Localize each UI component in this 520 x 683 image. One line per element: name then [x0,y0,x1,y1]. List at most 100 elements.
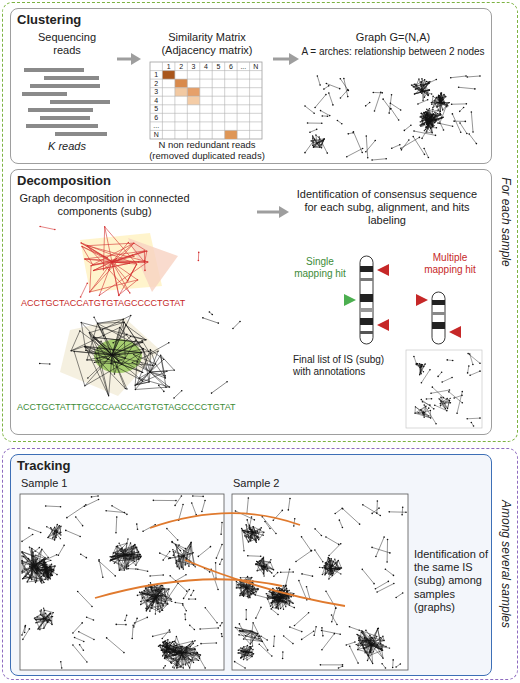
graph-edge [312,138,314,143]
graph-illustration [39,226,199,298]
graph-edge [34,557,48,566]
graph-edge [22,559,29,572]
graph-edge [431,102,449,103]
graph-edge [427,109,431,120]
graph-node [429,369,431,371]
graph-node [435,79,437,81]
graph-node [36,558,37,559]
graph-node [328,92,330,94]
graph-node [140,557,141,558]
matrix-cell [162,71,174,80]
graph-edge [105,227,137,264]
graph-edge [34,558,45,567]
graph-edge [427,120,428,128]
graph-edge [44,562,45,572]
graph-edge [418,413,431,418]
graph-node [232,328,234,330]
graph-edge [32,566,34,580]
graph-edge [434,114,435,122]
graph-node [438,96,439,97]
graph-edge [177,556,184,567]
graph-edge [90,266,91,292]
graph-node [46,564,47,565]
graph-edge [31,569,36,583]
graph-edge [131,544,135,556]
graph-node [321,122,323,124]
graph-edge [184,556,189,566]
graph-edge [417,89,422,91]
graph-edge [425,120,434,123]
graph-edge [420,365,422,368]
graph-edge [23,577,26,579]
graph-node [442,103,443,104]
graph-edge [383,99,390,109]
graph-edge [54,531,55,540]
graph-edge [423,413,424,418]
graph-illustration [413,353,481,427]
graph-edge [87,355,112,360]
graph-node [126,334,128,336]
graph-edge [317,141,323,144]
graph-edge [422,120,431,121]
graph-edge [431,121,433,127]
graph-edge [431,102,440,103]
graph-node [430,417,431,418]
graph-edge [120,328,142,353]
graph-edge [36,555,51,560]
graph-edge [41,570,53,572]
graph-node [81,246,82,247]
graph-node [125,324,126,325]
graph-node [30,568,31,569]
graph-node [87,282,89,284]
graph-node [21,560,22,561]
graph-node [84,345,85,346]
graph-edge [135,371,167,385]
step-title: Tracking [17,458,70,474]
graph-edge [112,355,127,389]
graph-node [195,566,196,567]
graph-edge [426,113,427,119]
graph-edge [171,636,177,662]
graph-edge [422,91,424,100]
read-bar [26,124,98,128]
graph-edge [176,649,183,653]
consensus-sequence: ACCTGCTACCATGTGTAGCCCCTGTAT [21,298,185,309]
graph-node [172,666,173,667]
graph-node [423,148,425,150]
graph-edge [46,566,55,570]
graph-node [86,245,87,246]
graph-edge [91,251,147,266]
sample-box: Sample 1 [19,477,225,671]
graph-node [417,103,419,105]
graph-node [190,659,191,660]
graph-edge [175,641,199,660]
graph-node [427,99,429,101]
graph-edge [25,577,48,580]
graph-edge [184,553,193,556]
graph-node [173,667,174,668]
graph-node [422,100,423,101]
graph-edge [99,262,112,295]
graph-edge [112,355,125,358]
graph-node [118,295,119,296]
graph-node [446,106,447,107]
graph-edge [53,531,55,538]
graph-node [51,563,52,564]
graph-edge [107,258,112,262]
graph-node [411,84,412,85]
graph-node [50,575,51,576]
graph-node [194,649,195,650]
graph-node [90,265,91,266]
graph-edge [421,91,423,93]
graph-edge [44,562,46,570]
graph-edge [414,407,415,413]
graph-edge [167,647,186,648]
graph-edge [150,343,169,353]
graph-edge [125,554,134,556]
graph-edge [439,399,445,404]
graph-node [21,555,22,556]
graph-node [472,131,474,133]
graph-edge [125,555,134,562]
graph-edge [137,362,150,372]
graph-node [29,566,30,567]
